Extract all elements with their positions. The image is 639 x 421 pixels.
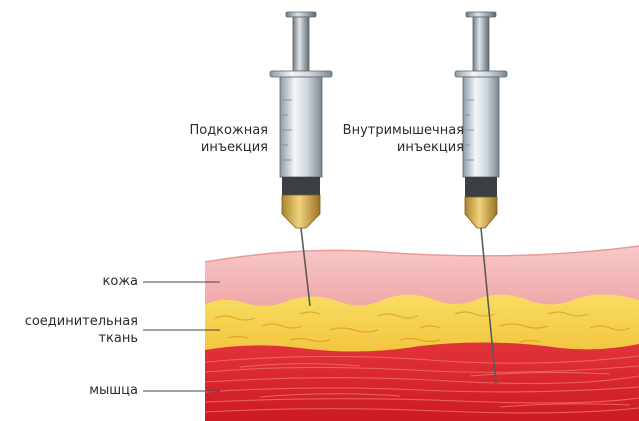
subcutaneous-needle — [300, 227, 311, 307]
skin-label-text: кожа — [102, 274, 138, 289]
muscle-label-text: мышца — [89, 383, 138, 398]
muscle-layer — [205, 342, 639, 421]
fat-texture — [214, 311, 631, 343]
subcutaneous-label-line1: Подкожная — [189, 123, 268, 138]
connective-label-line1: соединительная — [24, 314, 138, 329]
subcutaneous-label: Подкожная инъекция — [160, 122, 268, 156]
skin-label: кожа — [40, 273, 138, 290]
intramuscular-label-line2: инъекция — [396, 140, 464, 155]
muscle-label: мышца — [40, 382, 138, 399]
subcutaneous-label-line2: инъекция — [200, 140, 268, 155]
intramuscular-syringe — [454, 11, 508, 385]
subcutaneous-syringe — [269, 11, 333, 307]
tissue-block — [205, 246, 639, 421]
connective-label-line2: ткань — [98, 331, 138, 346]
muscle-fibers — [205, 355, 639, 414]
skin-surface-line — [204, 245, 639, 263]
connective-tissue-label: соединительная ткань — [4, 313, 138, 347]
intramuscular-label-line1: Внутримышечная — [342, 123, 464, 138]
intramuscular-needle — [480, 227, 497, 385]
intramuscular-label: Внутримышечная инъекция — [318, 122, 464, 156]
